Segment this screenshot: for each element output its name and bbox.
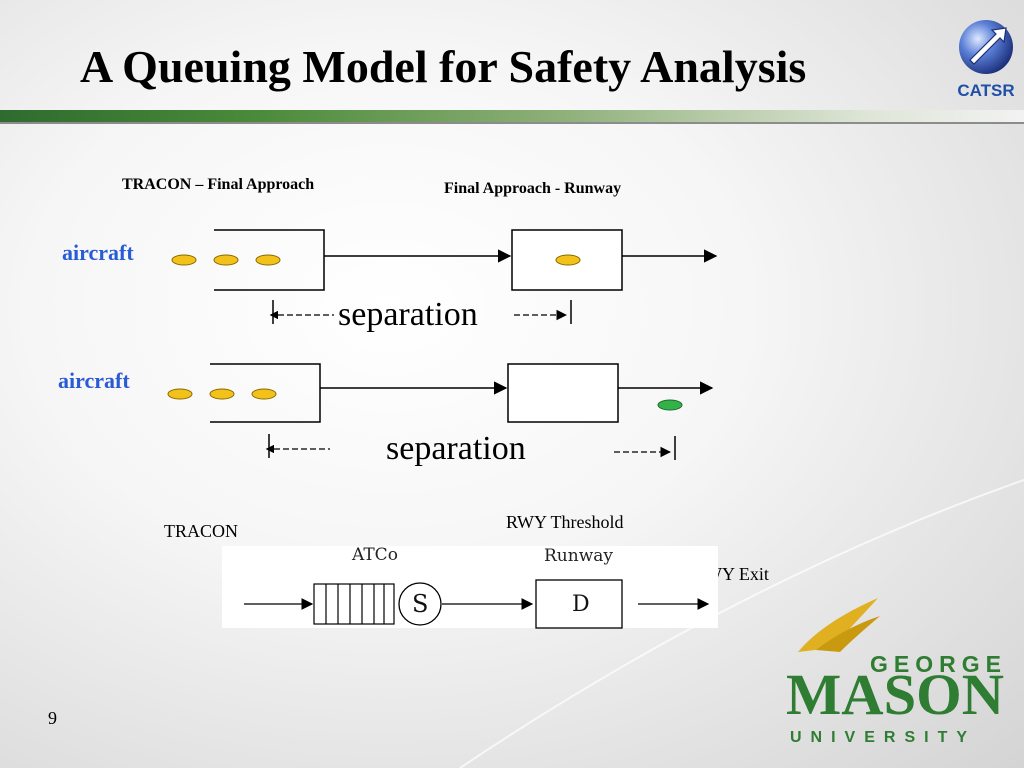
delay-symbol: D xyxy=(572,592,590,617)
arrow-icon xyxy=(969,27,1007,65)
label-tracon-final-approach: TRACON – Final Approach xyxy=(122,176,315,193)
title-underline-bar xyxy=(0,110,1024,122)
tracon-queue-box-row1 xyxy=(214,229,325,291)
diagram-row-1 xyxy=(171,229,718,324)
separation-label-row1: separation xyxy=(338,296,478,333)
slide-title: A Queuing Model for Safety Analysis xyxy=(80,41,807,92)
runway-box-row2 xyxy=(507,363,619,423)
gmu-logo-line3: UNIVERSITY xyxy=(790,729,976,746)
aircraft-marker xyxy=(255,254,281,266)
queue-buffer xyxy=(313,583,395,625)
queue-model-panel xyxy=(222,546,718,628)
aircraft-marker xyxy=(251,388,277,400)
label-atco: ATCo xyxy=(352,545,398,565)
gmu-logo-line2: MASON xyxy=(786,662,1004,727)
catsr-logo-text: CATSR xyxy=(957,81,1014,100)
aircraft-label-row1: aircraft xyxy=(62,240,134,265)
label-tracon: TRACON xyxy=(164,521,239,541)
label-final-approach-runway: Final Approach - Runway xyxy=(444,180,622,197)
aircraft-marker xyxy=(167,388,193,400)
aircraft-marker xyxy=(555,254,581,266)
aircraft-marker-exiting xyxy=(657,399,683,411)
aircraft-label-row2: aircraft xyxy=(58,368,130,393)
server-circle xyxy=(398,582,442,626)
server-symbol: S xyxy=(412,590,429,618)
diagram-row-2 xyxy=(167,363,714,460)
label-rwy-threshold: RWY Threshold xyxy=(506,512,624,532)
aircraft-marker xyxy=(213,254,239,266)
separation-label-row2: separation xyxy=(386,430,526,467)
label-runway: Runway xyxy=(544,546,613,566)
gmu-logo: GEORGE MASON UNIVERSITY xyxy=(786,598,1007,746)
runway-delay-box xyxy=(535,579,623,629)
catsr-logo: CATSR xyxy=(957,20,1015,100)
aircraft-marker xyxy=(171,254,197,266)
aircraft-marker xyxy=(209,388,235,400)
decorative-swoosh xyxy=(459,479,1024,768)
tracon-queue-box-row2 xyxy=(210,363,321,423)
title-underline-rule xyxy=(0,122,1024,124)
gmu-logo-line1: GEORGE xyxy=(870,651,1007,677)
gmu-feather-icon xyxy=(798,598,878,652)
page-number: 9 xyxy=(48,708,57,728)
